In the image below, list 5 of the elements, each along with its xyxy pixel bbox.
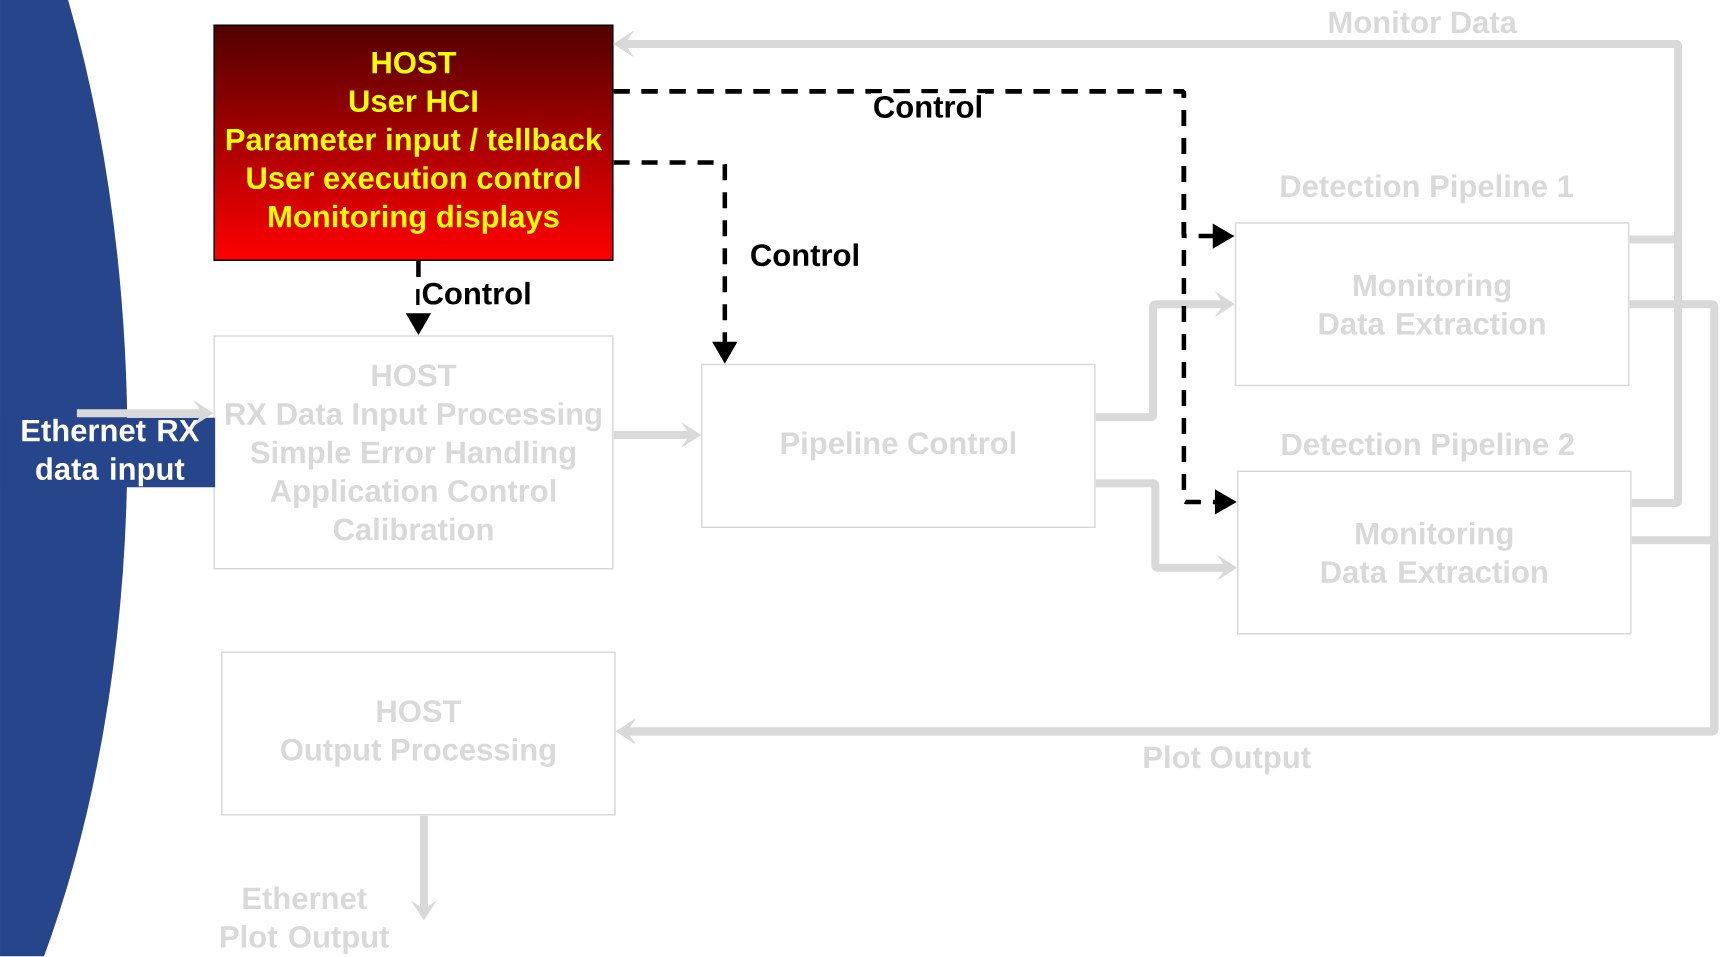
edge-label: Control [419,280,534,307]
edge-label: Control [747,241,863,269]
edge-label: Control [870,93,986,121]
host-box: HOST User HCI Parameter input / tellback User execution control Monitoring displays [213,24,614,262]
io-label: Ethernet RX data input [4,418,216,488]
